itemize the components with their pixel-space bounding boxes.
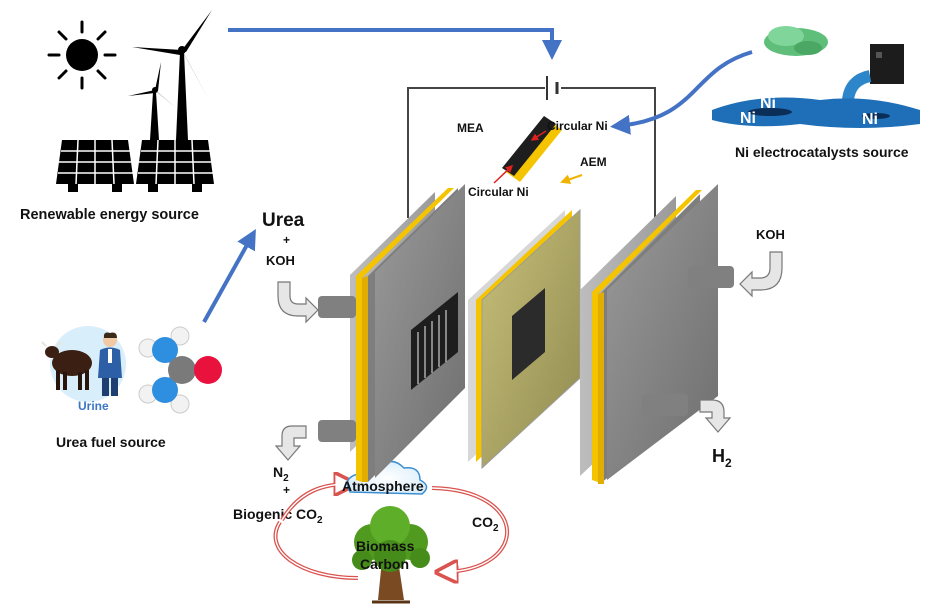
biomass-label: Biomass xyxy=(356,538,415,554)
tree-icon xyxy=(352,506,430,604)
h2-label: H2 xyxy=(712,446,732,470)
koh-right-label: KOH xyxy=(756,227,785,242)
ni-label-3: Ni xyxy=(862,111,878,128)
renewable-label: Renewable energy source xyxy=(20,207,199,223)
aem-label: AEM xyxy=(580,155,607,169)
wind-turbine-icon xyxy=(128,10,212,140)
atmosphere-label: Atmosphere xyxy=(342,478,424,494)
cow-icon xyxy=(41,341,92,390)
urine-icon: Urine xyxy=(41,326,126,413)
ni-source-label: Ni electrocatalysts source xyxy=(735,144,909,160)
mea-pointer-b xyxy=(493,164,514,184)
ni-label-1: Ni xyxy=(760,95,776,112)
inlet-arrow-left xyxy=(277,281,319,324)
urea-molecule-icon xyxy=(138,326,222,414)
urea-fuel-label: Urea fuel source xyxy=(56,434,166,450)
n2-plus: + xyxy=(283,483,290,497)
solar-panel-icon xyxy=(56,139,214,192)
circuit-wire xyxy=(407,87,656,230)
inlet-arrow-right xyxy=(739,251,783,298)
mea-label: MEA xyxy=(457,121,484,135)
carbon-cycle xyxy=(273,484,510,580)
ni-label-2: Ni xyxy=(740,110,756,127)
urea-label: Urea xyxy=(262,210,305,231)
factory-outflow-icon xyxy=(712,44,920,128)
cathode-plate xyxy=(580,184,734,484)
ni-flow-arrow xyxy=(610,50,753,135)
urea-flow-arrow xyxy=(202,229,256,323)
urea-plus: + xyxy=(283,233,290,247)
energy-flow-arrow xyxy=(228,28,562,60)
n2-label: N2 xyxy=(273,464,289,484)
membrane-assembly xyxy=(468,208,581,470)
circular-ni-bottom-label: Circular Ni xyxy=(468,185,529,199)
person-icon xyxy=(98,332,122,396)
mea-pointer-a xyxy=(530,130,547,141)
aem-pointer xyxy=(560,174,583,185)
outlet-arrow-right xyxy=(699,399,732,433)
outlet-arrow-left xyxy=(274,425,307,461)
cycle-arrow-left xyxy=(273,520,359,580)
carbon-label: Carbon xyxy=(360,556,409,572)
co2-right-label: CO2 xyxy=(472,514,499,534)
koh-left-label: KOH xyxy=(266,253,295,268)
anode-plate xyxy=(318,184,465,482)
circular-ni-top-label: Circular Ni xyxy=(547,119,608,133)
mea-inset-icon xyxy=(502,116,562,182)
green-powder-icon xyxy=(764,26,828,56)
biogenic-co2-label: Biogenic CO2 xyxy=(233,506,323,526)
sun-icon xyxy=(47,20,117,90)
urine-label: Urine xyxy=(78,399,109,413)
flow-field-icon xyxy=(411,292,458,390)
battery-icon xyxy=(546,76,559,100)
